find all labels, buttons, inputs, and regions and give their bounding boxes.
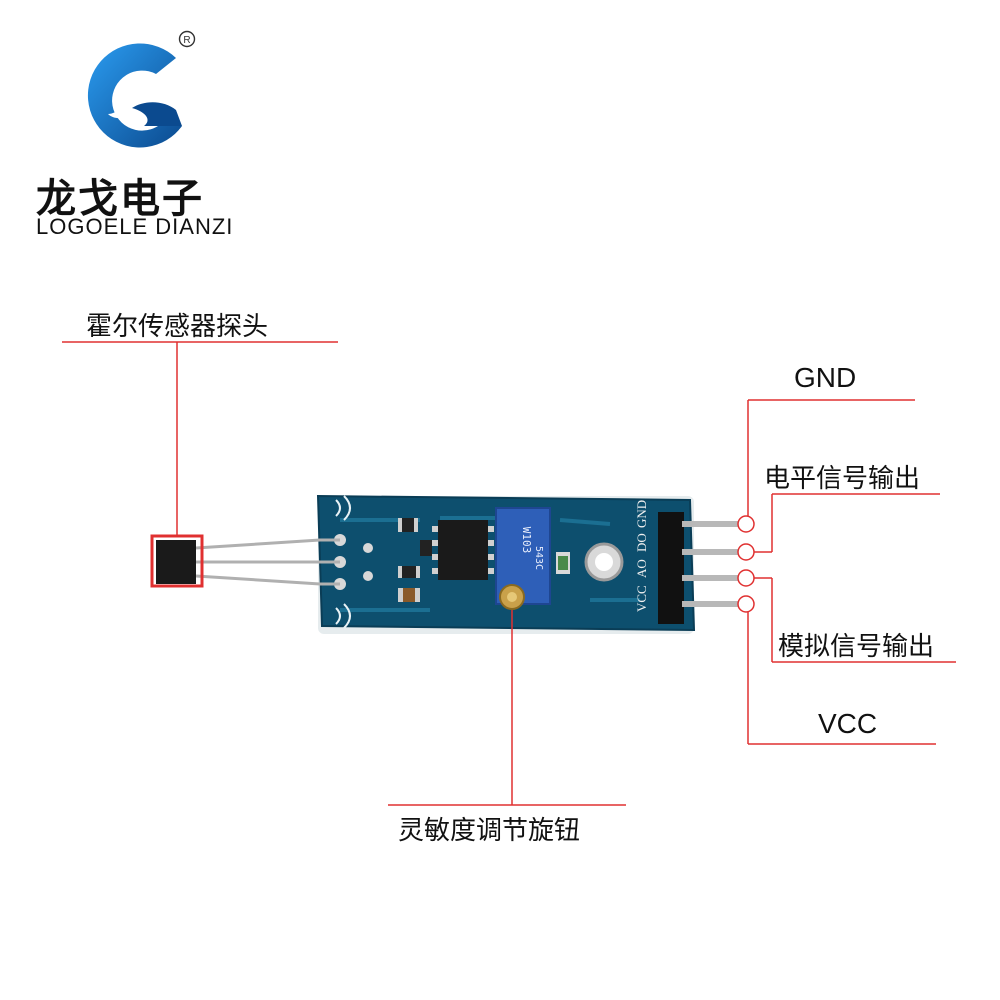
potentiometer: W103 543C (495, 507, 551, 610)
svg-text:R: R (183, 35, 190, 46)
registered-mark-icon: R (178, 30, 196, 48)
label-hall-sensor: 霍尔传感器探头 (86, 312, 269, 342)
svg-text:VCC: VCC (634, 585, 649, 612)
hall-sensor-probe (156, 540, 196, 584)
label-gnd: GND (794, 362, 857, 393)
svg-text:GND: GND (634, 500, 649, 528)
label-sensitivity-knob: 灵敏度调节旋钮 (398, 816, 581, 846)
label-vcc: VCC (818, 708, 878, 739)
svg-text:DO: DO (634, 533, 649, 552)
brand-name-cn: 龙戈电子 (36, 176, 204, 222)
header-pins (682, 521, 738, 607)
callout-lines (62, 341, 956, 806)
sensor-board: W103 543C VCC AO DO GND (316, 494, 696, 632)
svg-text:AO: AO (634, 559, 649, 578)
comparator-chip (432, 520, 494, 580)
label-digital-output: 电平信号输出 (764, 464, 921, 494)
svg-text:543C: 543C (533, 546, 544, 570)
hall-sensor-leads (195, 538, 340, 586)
company-logo (87, 43, 182, 148)
brand-name-en: LOGOELE DIANZI (36, 214, 234, 239)
label-analog-output: 模拟信号输出 (778, 632, 935, 662)
svg-text:W103: W103 (520, 527, 533, 554)
